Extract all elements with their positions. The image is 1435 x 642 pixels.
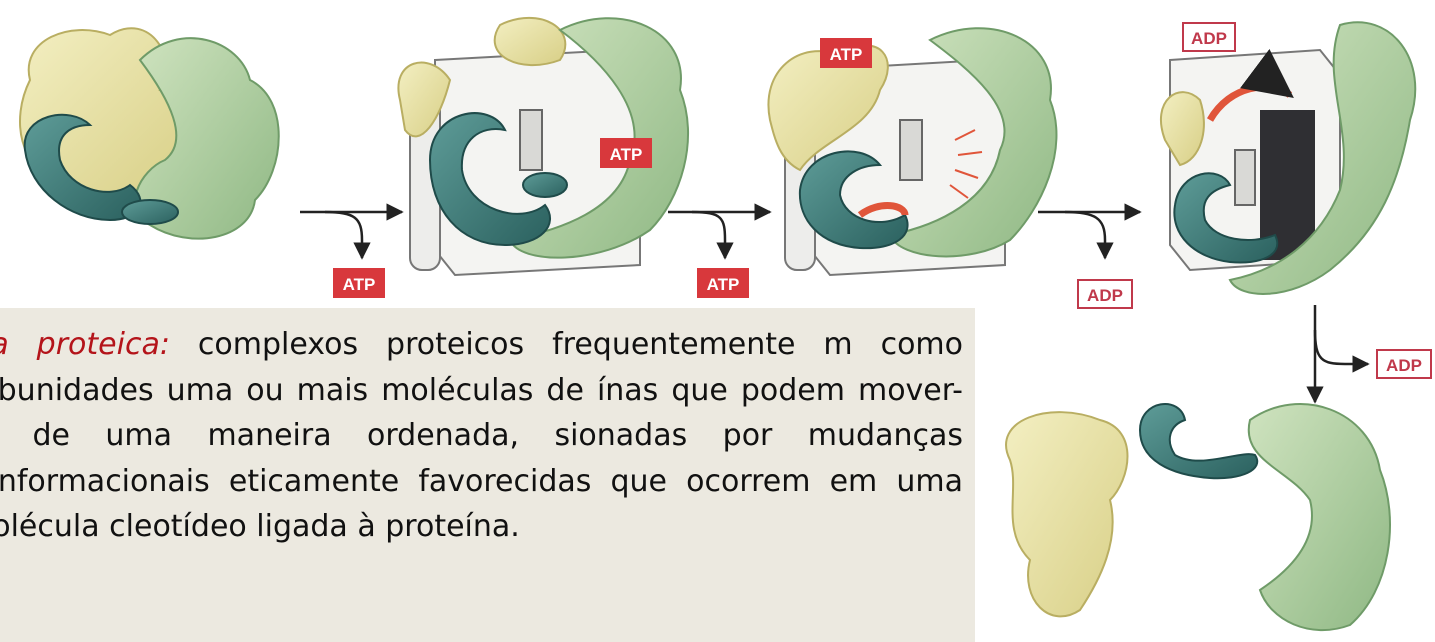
description-paragraph: ína proteica: complexos proteicos freque… <box>0 322 963 550</box>
svg-text:ATP: ATP <box>707 275 740 294</box>
transition-arrow-3 <box>1038 203 1142 260</box>
svg-text:ATP: ATP <box>343 275 376 294</box>
stage-1-protein-complex <box>19 27 280 240</box>
adp-label: ADP <box>1191 29 1227 48</box>
released-adp-tag-3: ADP <box>1077 279 1133 309</box>
stage-3-atp-bound: ATP <box>767 27 1058 277</box>
svg-text:ADP: ADP <box>1386 356 1422 375</box>
transition-arrow-4 <box>1306 305 1370 404</box>
transition-arrow-1 <box>300 203 404 260</box>
released-atp-tag-1: ATP <box>333 268 385 298</box>
stage-2-protein-on-chamber: ATP <box>397 16 689 277</box>
released-adp-tag-4: ADP <box>1376 349 1432 379</box>
atp-label: ATP <box>610 145 643 164</box>
stage-4-adp-chamber-open: ADP <box>1159 21 1417 295</box>
highlighted-term: ína proteica <box>0 327 160 362</box>
svg-text:ADP: ADP <box>1087 286 1123 305</box>
description-text-box: ína proteica: complexos proteicos freque… <box>0 308 975 642</box>
atp-label: ATP <box>830 45 863 64</box>
released-atp-tag-2: ATP <box>697 268 749 298</box>
stage-5-released-proteins <box>1005 403 1391 631</box>
transition-arrow-2 <box>668 203 772 260</box>
